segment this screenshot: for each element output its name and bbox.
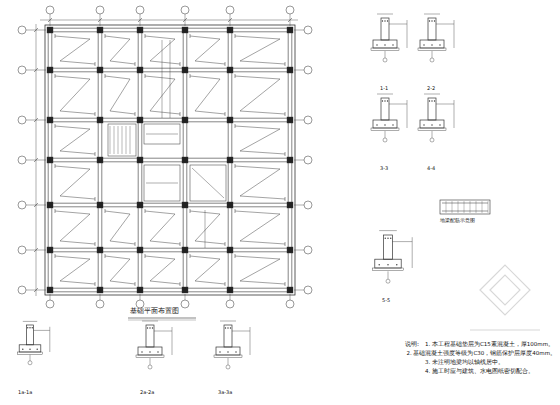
section-detail [418,14,454,62]
drawing-label: 说明: [405,341,419,348]
drawing-label: 1a-1a [18,390,32,396]
drawing-label: 1-1 [380,86,388,92]
rebar-sketch [440,200,490,214]
drawing-label: 2a-2a [140,390,154,396]
section-detail [136,321,172,369]
section-detail [17,321,49,364]
drawing-label: 1. 本工程基础垫层为C15素混凝土，厚100mm。 [425,341,554,347]
section-detail [371,14,407,62]
drawing-label: 3-3 [380,166,388,172]
section-detail [371,94,407,142]
drawing-label: 2. 基础混凝土强度等级为C30，钢筋保护层厚度40mm。 [406,350,556,356]
drawing-label: 地梁配筋示意图 [440,218,475,224]
section-detail [418,94,454,142]
section-detail [214,321,250,369]
drawing-label: 2-2 [427,86,435,92]
drawing-label: 3. 未注明地梁均以轴线居中。 [425,359,504,365]
drawing-label: 基础平面布置图 [130,308,179,316]
drawing-label: 3a-3a [218,390,232,396]
drawing-label: 4. 施工时应与建筑、水电图纸密切配合。 [425,368,534,374]
drawing-label: 4-4 [427,166,435,172]
drawing-label: 5-5 [382,298,390,304]
section-detail [373,231,413,284]
watermark-logo [470,265,540,330]
foundation-plan [18,6,312,320]
